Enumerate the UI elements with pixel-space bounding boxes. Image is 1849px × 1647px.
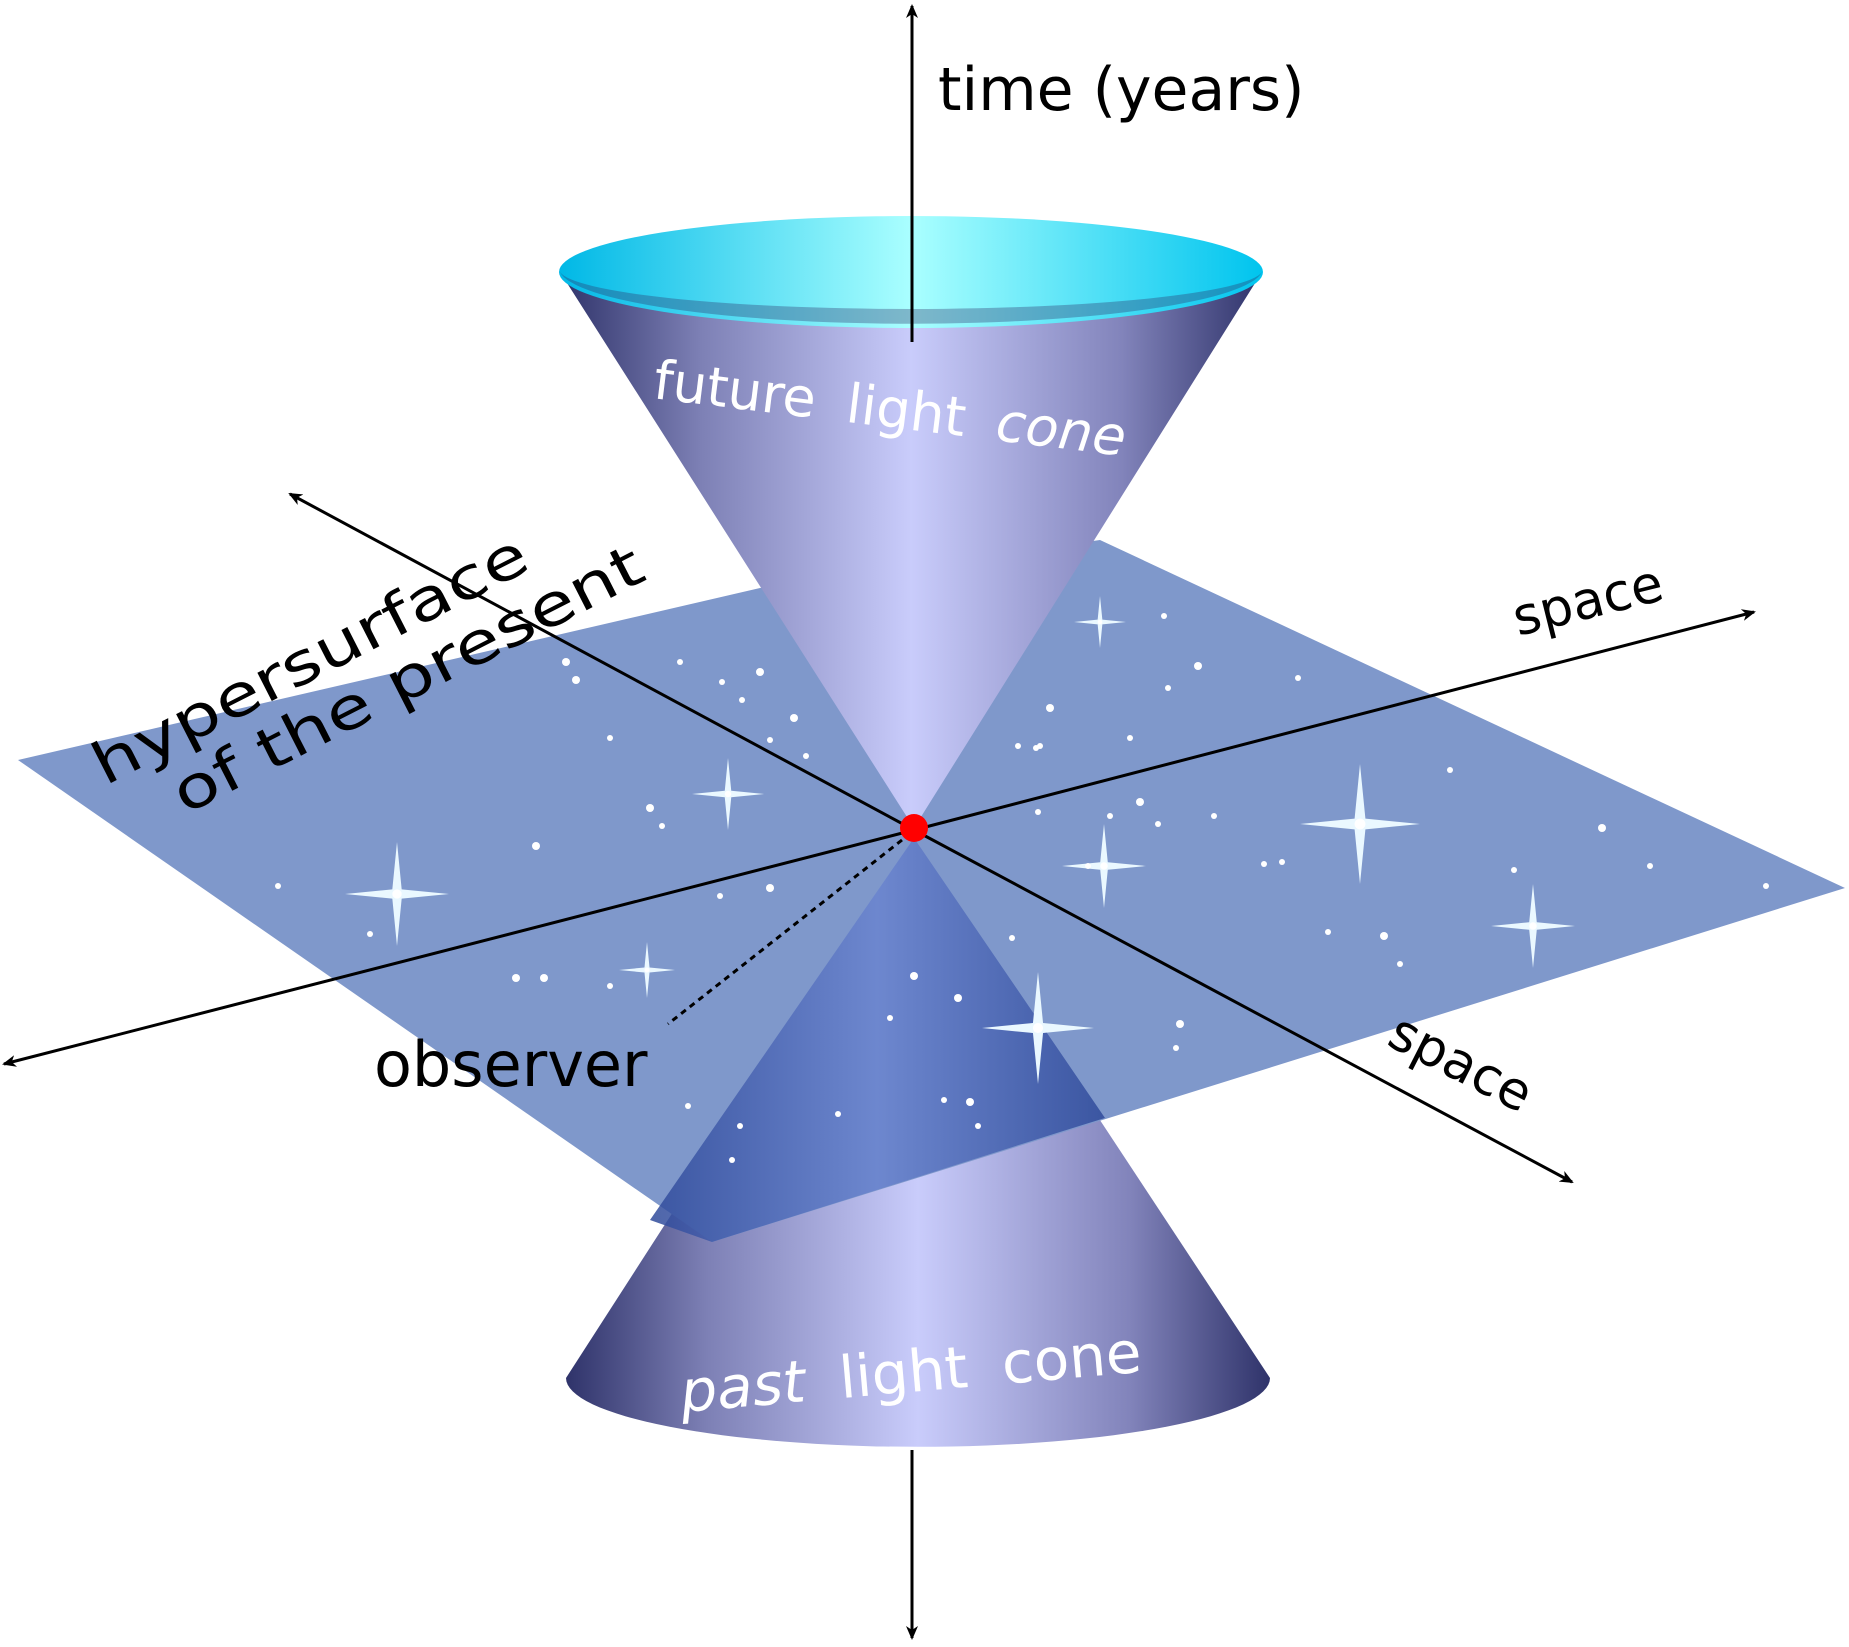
hypersurface-plane bbox=[18, 540, 1845, 1242]
space-axis-label-right: space bbox=[1507, 553, 1670, 648]
observer-pointer bbox=[667, 838, 903, 1026]
space-axis-a-right bbox=[913, 828, 1574, 1184]
future-light-cone-label: future light cone bbox=[650, 348, 1129, 468]
space-axis-b-right bbox=[913, 609, 1756, 832]
space-axis-b-left bbox=[2, 828, 915, 1067]
svg-text:future light cone: future light cone bbox=[650, 348, 1129, 468]
space-axis-label-lower-right: space bbox=[1379, 1002, 1542, 1125]
time-axis-label: time (years) bbox=[938, 55, 1305, 125]
past-light-cone-label: past light cone bbox=[676, 1318, 1144, 1426]
red-dot-icon bbox=[900, 814, 928, 842]
stars-field bbox=[275, 596, 1769, 1163]
observer-label: observer bbox=[374, 1028, 648, 1101]
svg-text:past light cone: past light cone bbox=[676, 1318, 1144, 1426]
space-axis-a-left bbox=[288, 492, 915, 832]
axes bbox=[2, 4, 1756, 1640]
